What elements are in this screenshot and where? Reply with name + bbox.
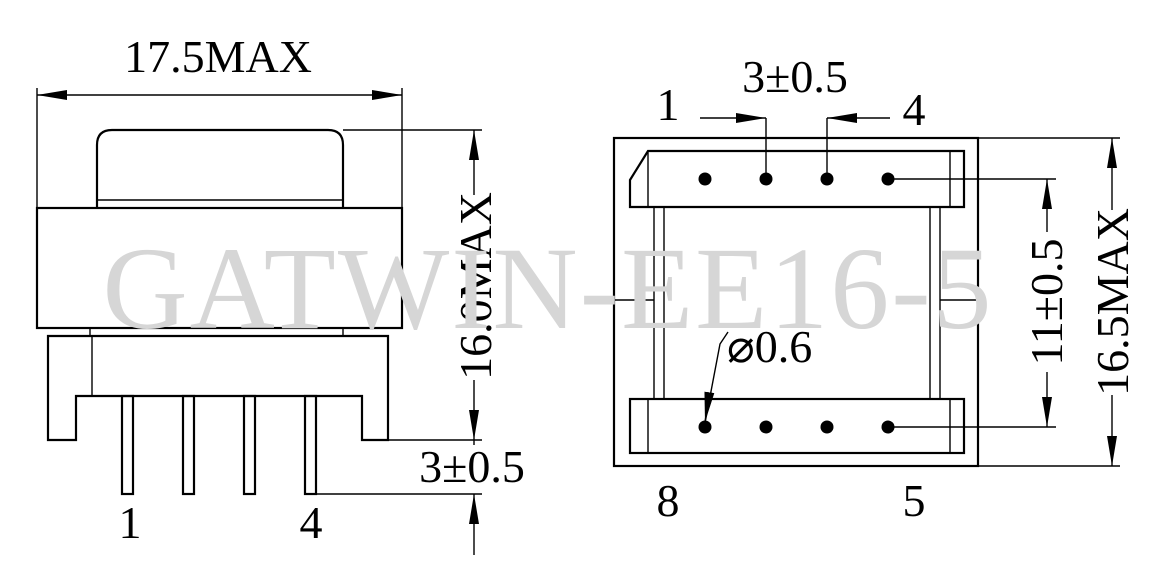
bottom-view: 3±0.5 1 4 11±0.5 16.5MAX ⌀0.6 8 5 [612, 51, 1138, 526]
pin [242, 394, 257, 496]
bottom-pin-rail [628, 397, 966, 455]
bottom-pin-label-4: 4 [903, 84, 926, 135]
pin-diameter-label: ⌀0.6 [727, 321, 812, 372]
overall-dimension-label: 16.5MAX [1087, 208, 1138, 396]
side-pin-label-4: 4 [300, 497, 323, 548]
pin-hole [820, 420, 834, 434]
pin-hole [698, 172, 712, 186]
height-dimension-label: 16.0MAX [450, 192, 501, 380]
pitch-dimension-label: 3±0.5 [742, 51, 848, 102]
row-spacing-label: 11±0.5 [1021, 238, 1072, 365]
bottom-pin-label-1: 1 [657, 79, 680, 130]
leader-arrow [704, 391, 715, 423]
top-pin-rail [628, 149, 966, 209]
pin [303, 394, 318, 496]
side-pin-label-1: 1 [119, 497, 142, 548]
side-view: 17.5MAX 16.0MAX 3±0.5 1 4 [35, 31, 525, 555]
bobbin-base [46, 334, 390, 442]
pin-length-label: 3±0.5 [419, 441, 525, 492]
core-cap [95, 128, 345, 208]
pin [181, 394, 196, 496]
width-dimension-label: 17.5MAX [124, 31, 312, 82]
pin [120, 394, 135, 496]
bottom-pin-label-5: 5 [903, 475, 926, 526]
watermark-text: GATWIN-EE16-5 [102, 223, 993, 354]
bottom-pin-label-8: 8 [657, 475, 680, 526]
pin-hole [698, 420, 712, 434]
pin-hole [759, 420, 773, 434]
core-body [35, 206, 404, 330]
outline [612, 136, 980, 468]
